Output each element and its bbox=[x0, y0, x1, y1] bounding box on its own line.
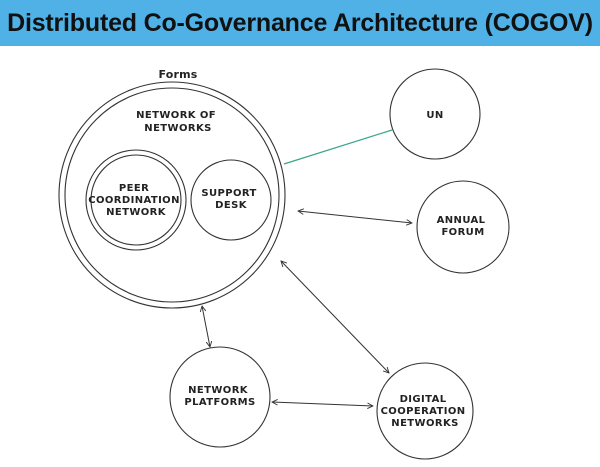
network-platforms-connector-arrow bbox=[202, 306, 210, 347]
network-of-networks-label: NETWORK OF NETWORKS bbox=[136, 110, 220, 134]
title-banner: Distributed Co-Governance Architecture (… bbox=[0, 0, 600, 46]
network-platforms-label: NETWORK PLATFORMS bbox=[184, 385, 255, 408]
platforms-to-digital-connector-arrow bbox=[272, 402, 373, 406]
un-node: UN bbox=[389, 68, 481, 160]
annual-forum-node: ANNUAL FORUM bbox=[416, 180, 510, 274]
annual-forum-connector-arrow bbox=[298, 211, 412, 223]
network-platforms-node: NETWORK PLATFORMS bbox=[169, 346, 271, 448]
peer-coordination-network-label: PEER COORDINATION NETWORK bbox=[88, 183, 184, 218]
diagram-title: Distributed Co-Governance Architecture (… bbox=[7, 8, 593, 37]
forms-label: Forms bbox=[158, 68, 197, 81]
network-of-networks-node: NETWORK OF NETWORKS bbox=[58, 81, 286, 309]
peer-coordination-network-node: PEER COORDINATION NETWORK bbox=[85, 149, 187, 251]
digital-cooperation-connector-arrow bbox=[281, 261, 389, 373]
support-desk-node: SUPPORT DESK bbox=[190, 159, 272, 241]
un-label: UN bbox=[426, 110, 443, 121]
annual-forum-label: ANNUAL FORUM bbox=[437, 215, 490, 238]
digital-cooperation-networks-node: DIGITAL COOPERATION NETWORKS bbox=[376, 362, 474, 460]
digital-cooperation-networks-label: DIGITAL COOPERATION NETWORKS bbox=[381, 394, 470, 429]
un-connector-line bbox=[283, 129, 393, 165]
support-desk-label: SUPPORT DESK bbox=[201, 188, 260, 211]
